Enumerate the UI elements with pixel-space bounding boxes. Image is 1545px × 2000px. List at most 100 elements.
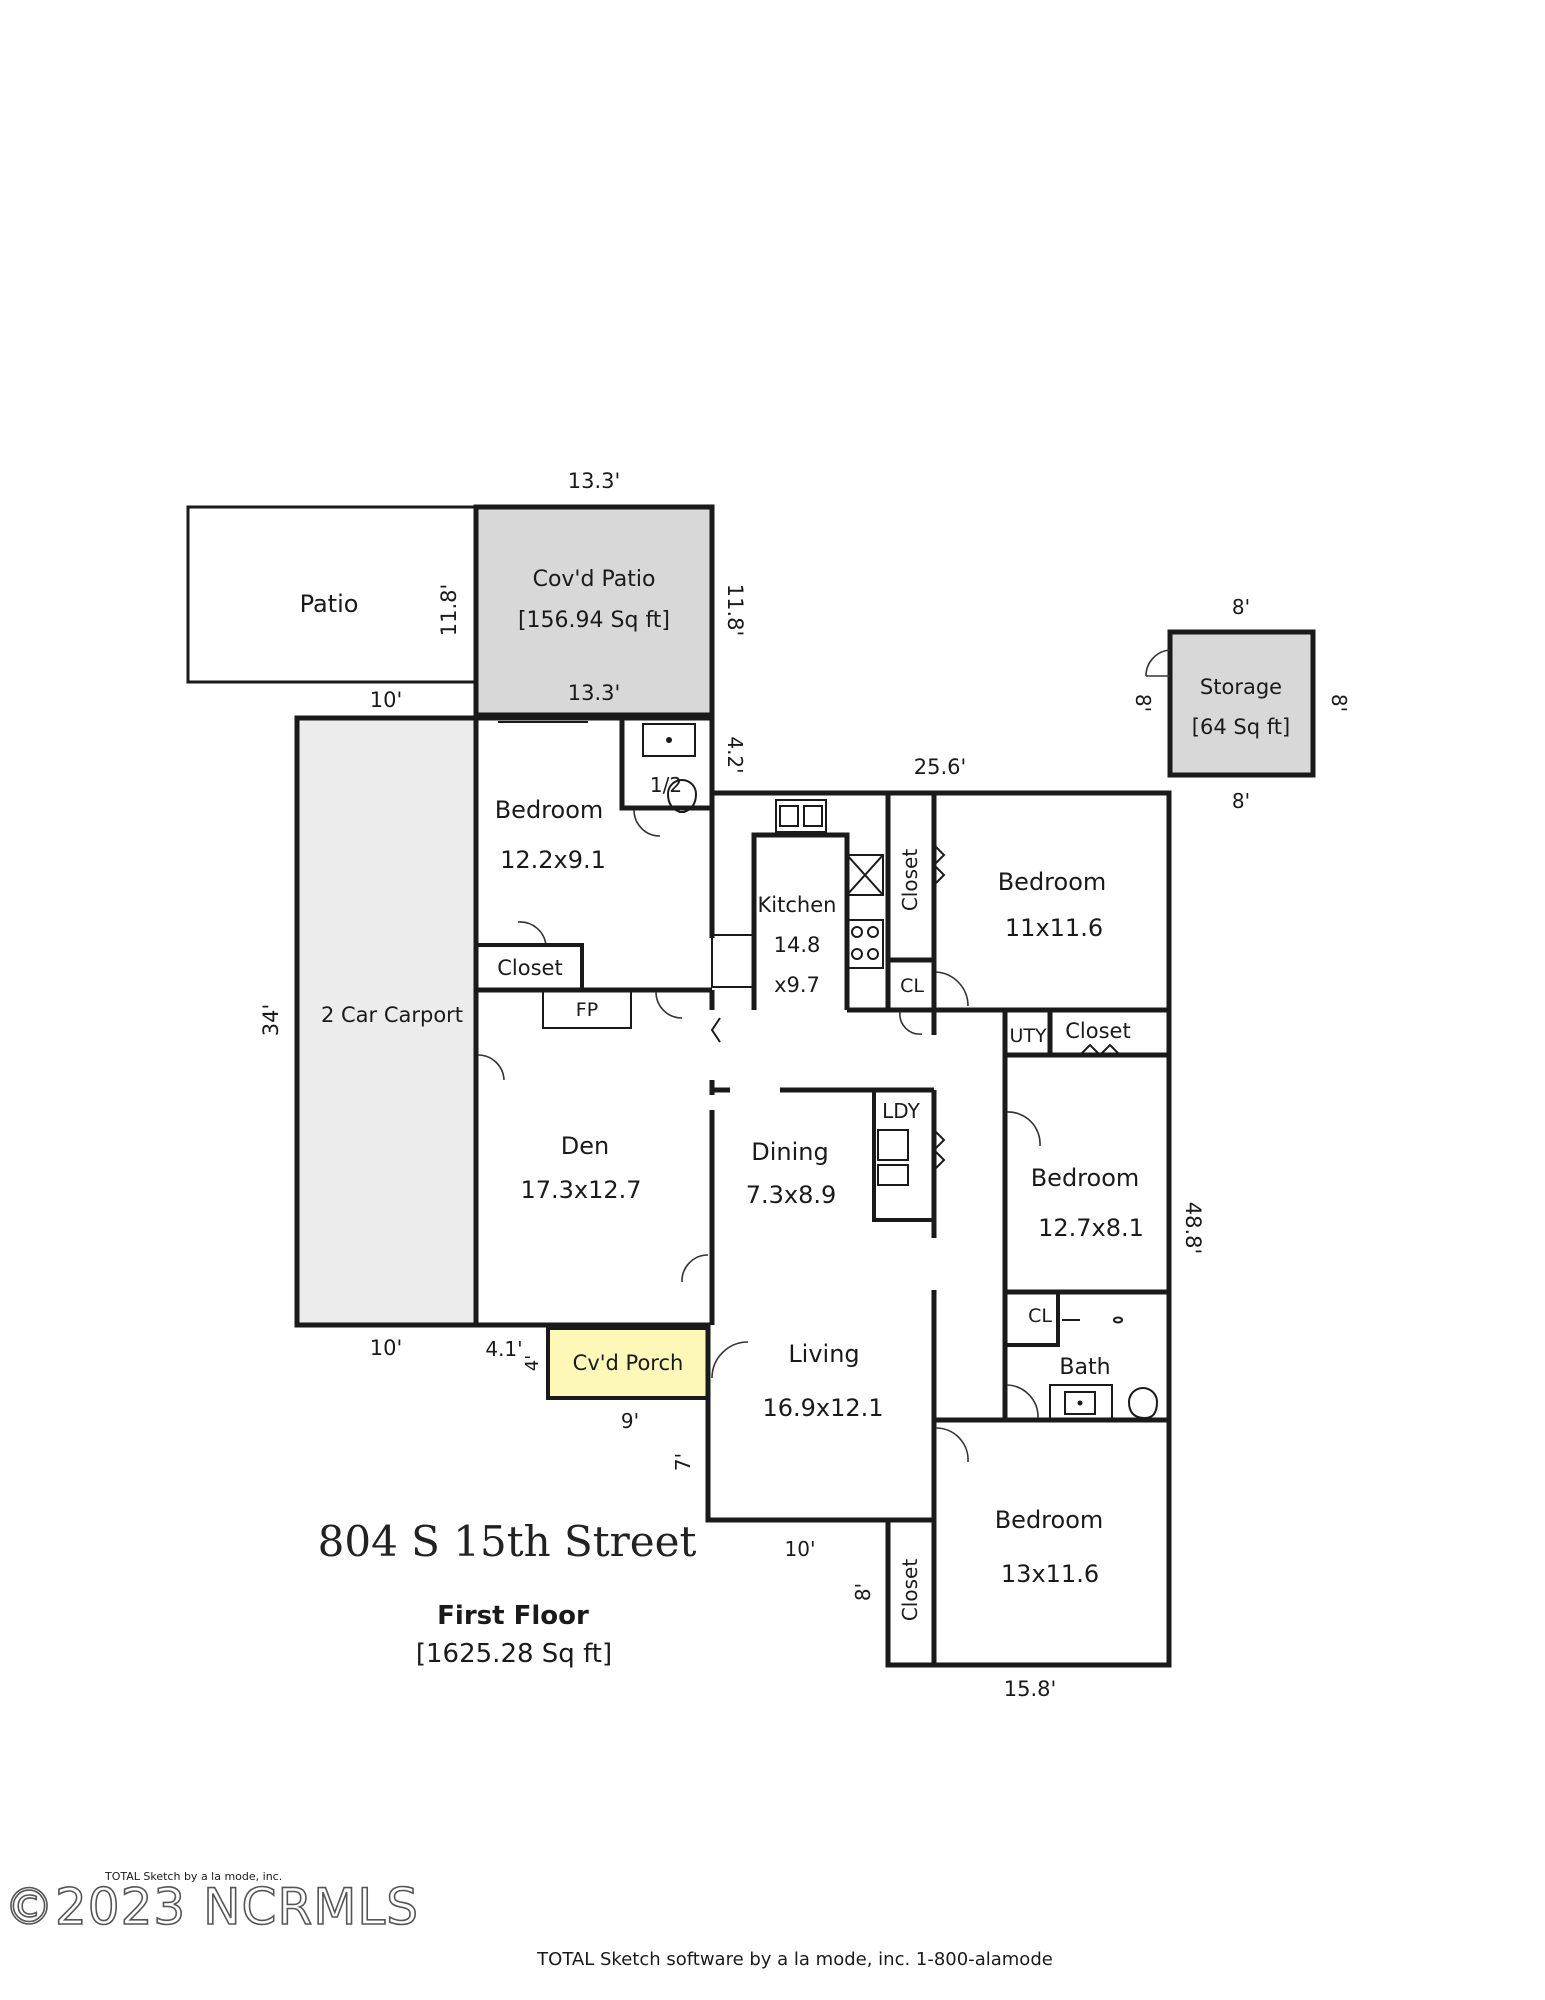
bifold-closet-uty [1079,1043,1121,1057]
bedroom-se-label: Bedroom [995,1506,1104,1534]
bedroom-ne-door-swing [935,971,969,1007]
patio-label: Patio [300,590,359,618]
den-door-swing-top [655,991,683,1019]
fireplace-hearth [542,989,632,1029]
wall-half-bath [619,718,712,811]
watermark-small: TOTAL Sketch by a la mode, inc. [104,1870,282,1883]
covd-patio-label: Cov'd Patio [533,567,656,592]
dim-porch-left-a: 4.1' [485,1337,522,1361]
kitchen-sink-bowl-2 [803,805,823,827]
living-label: Living [788,1340,859,1368]
living-size: 16.9x12.1 [762,1394,883,1422]
dim-patio-right: 11.8' [437,584,461,637]
dining-size: 7.3x8.9 [746,1181,837,1209]
floor-area: [1625.28 Sq ft] [416,1639,612,1669]
bifold-den [710,1017,721,1043]
dim-storage-top: 8' [1232,595,1250,619]
bifold-closet-kitchen [932,844,946,886]
half-bath-sink-drain [666,737,672,743]
cl-bath-label: CL [1028,1305,1052,1327]
dim-storage-right: 8' [1327,694,1351,712]
dining-label: Dining [751,1138,828,1166]
bedroom-ne-label: Bedroom [998,868,1107,896]
kitchen-stove [846,919,884,969]
dim-east-wall: 48.8' [1181,1202,1205,1255]
closet-se-label: Closet [898,1559,922,1621]
kitchen-label: Kitchen [758,893,837,917]
kitchen-size-a: 14.8 [774,933,821,957]
storage-outline [1167,629,1316,778]
covd-patio-area: [156.94 Sq ft] [518,608,670,633]
storage-door-swing [1145,649,1171,677]
bath-sink [1049,1384,1113,1421]
bedroom-nw-label: Bedroom [495,796,604,824]
bath-door-swing [1006,1384,1039,1419]
bath-label: Bath [1059,1355,1110,1380]
dim-storage-bottom: 8' [1232,789,1250,813]
bedroom-ne-size: 11x11.6 [1005,914,1103,942]
patio-outline [186,505,478,684]
closet-nw-label: Closet [497,956,562,980]
laundry-washer [877,1129,909,1161]
dim-patio-bottom: 10' [370,688,403,712]
bedroom-se-size: 13x11.6 [1001,1560,1099,1588]
address-title: 804 S 15th Street [318,1517,697,1566]
dim-closet-se-left: 8' [851,1583,875,1601]
living-door-swing [711,1341,749,1379]
bath-sink-drain [1077,1400,1083,1406]
footer-credit: TOTAL Sketch software by a la mode, inc.… [536,1949,1053,1970]
covd-patio-outline [473,504,715,718]
kitchen-fridge [846,854,884,896]
dim-covd-patio-right: 11.8' [723,584,747,637]
bedroom-e-size: 12.7x8.1 [1038,1214,1144,1242]
kitchen-sink [775,799,827,833]
watermark: ©2023 NCRMLS [4,1878,419,1936]
bedroom-se-door-swing [935,1427,969,1463]
half-bath-label: 1/2 [650,773,682,797]
den-size: 17.3x12.7 [520,1176,641,1204]
dim-bedroom-ne-top: 25.6' [914,755,967,779]
dim-porch-bottom: 9' [621,1409,639,1433]
dim-carport-left: 34' [259,1004,283,1037]
den-door-swing-bottom [681,1254,709,1283]
half-bath-door-swing [633,809,661,837]
carport-label: 2 Car Carport [321,1003,463,1027]
dim-covd-patio-top: 13.3' [568,469,621,493]
kitchen-sink-bowl [779,805,799,827]
dim-porch-left-b: 4' [522,1355,543,1371]
dim-carport-bottom: 10' [370,1336,403,1360]
kitchen-pantry [711,934,755,988]
porch-label: Cv'd Porch [573,1351,684,1375]
stove-burner-2 [867,926,879,938]
laundry-dryer [877,1164,909,1186]
den-label: Den [561,1132,609,1160]
bedroom-e-label: Bedroom [1031,1164,1140,1192]
dim-storage-left: 8' [1131,694,1155,712]
uty-label: UTY [1009,1025,1047,1047]
dim-living-left: 7' [671,1453,695,1471]
dim-bedroom-se-bottom: 15.8' [1004,1677,1057,1701]
cl-kitchen-label: CL [900,975,924,997]
wall-laundry [872,1090,934,1222]
dim-covd-patio-bottom: 13.3' [568,681,621,705]
dim-living-bottom: 10' [785,1537,816,1561]
wall-cl-bath [1005,1292,1060,1347]
carport-outline [294,715,479,1328]
half-bath-sink [642,723,696,757]
den-door-swing-left [477,1054,505,1081]
closet-nw-outline [474,943,584,992]
cl-kitchen-door-swing [899,1011,923,1035]
closet-kitchen-label: Closet [898,849,922,911]
bedroom-e-door-swing [1006,1111,1041,1147]
bifold-laundry [932,1129,946,1171]
bath-tub-drain [1113,1316,1123,1324]
bath-sink-bowl [1064,1391,1096,1415]
ldy-label: LDY [882,1099,920,1123]
half-bath-toilet [666,779,698,813]
dim-step-right: 4.2' [723,736,747,773]
stove-burner-1 [851,926,863,938]
storage-label: Storage [1200,675,1282,699]
kitchen-fridge-x2 [846,854,884,896]
storage-area: [64 Sq ft] [1192,715,1290,739]
